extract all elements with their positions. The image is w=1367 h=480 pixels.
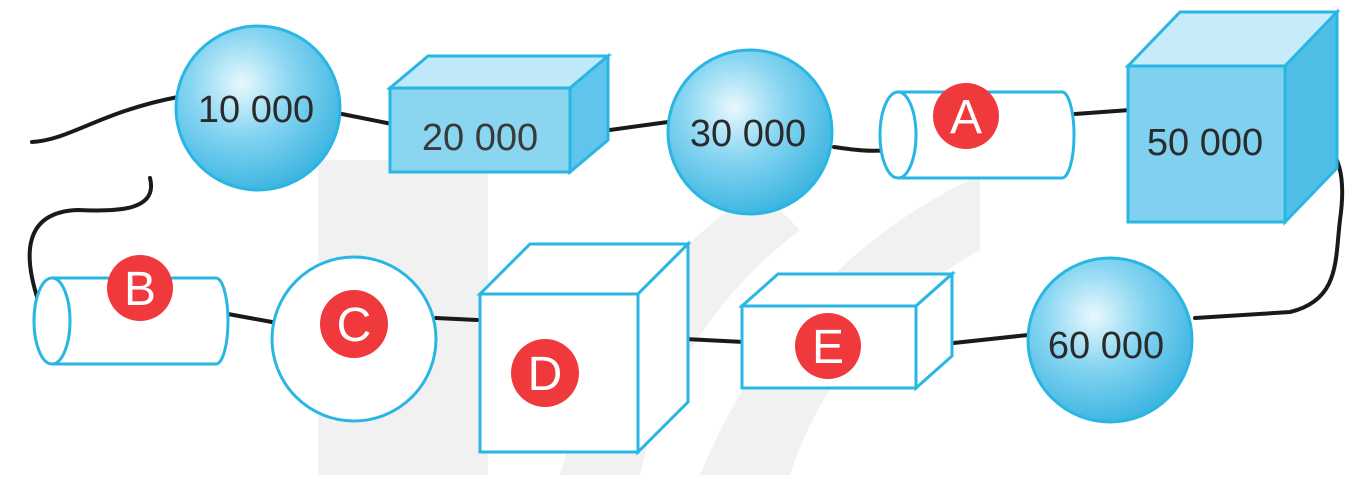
label-badge-a — [933, 83, 999, 149]
badge-letter: E — [812, 321, 844, 374]
box-front — [388, 86, 572, 174]
sphere-shape — [174, 24, 342, 192]
cylinder-bead-b: B — [32, 255, 230, 366]
cylinder-bead-a: A — [878, 83, 1076, 180]
label-badge-b — [107, 255, 173, 321]
cylinder-end — [32, 276, 72, 366]
box-bead-20000: 20 000 — [385, 52, 613, 176]
cube-front — [1126, 64, 1287, 224]
cylinder-body — [52, 276, 230, 366]
badge-letter: C — [337, 299, 372, 352]
sphere-bead-c: C — [270, 255, 438, 423]
bead-number: 50 000 — [1147, 122, 1263, 164]
bead-number: 10 000 — [198, 89, 314, 131]
label-badge-c — [320, 290, 388, 358]
badge-letter: A — [950, 91, 982, 144]
cube-bead-50000: 50 000 — [1124, 8, 1341, 226]
cylinder-end — [878, 90, 918, 180]
sphere-shape — [1026, 256, 1194, 424]
badge-letter: D — [528, 348, 563, 401]
box-bead-e: E — [738, 270, 956, 392]
cube-bead-d: D — [476, 240, 692, 456]
label-badge-e — [795, 313, 861, 379]
badge-letter: B — [124, 263, 156, 316]
sphere-bead-30000: 30 000 — [666, 48, 834, 216]
bead-number: 20 000 — [422, 117, 538, 159]
bead-number: 30 000 — [690, 113, 806, 155]
sphere-bead-10000: 10 000 — [174, 24, 342, 192]
sphere-bead-60000: 60 000 — [1026, 256, 1194, 424]
label-badge-d — [511, 339, 579, 407]
bead-number: 60 000 — [1048, 325, 1164, 367]
sphere-shape — [666, 48, 834, 216]
